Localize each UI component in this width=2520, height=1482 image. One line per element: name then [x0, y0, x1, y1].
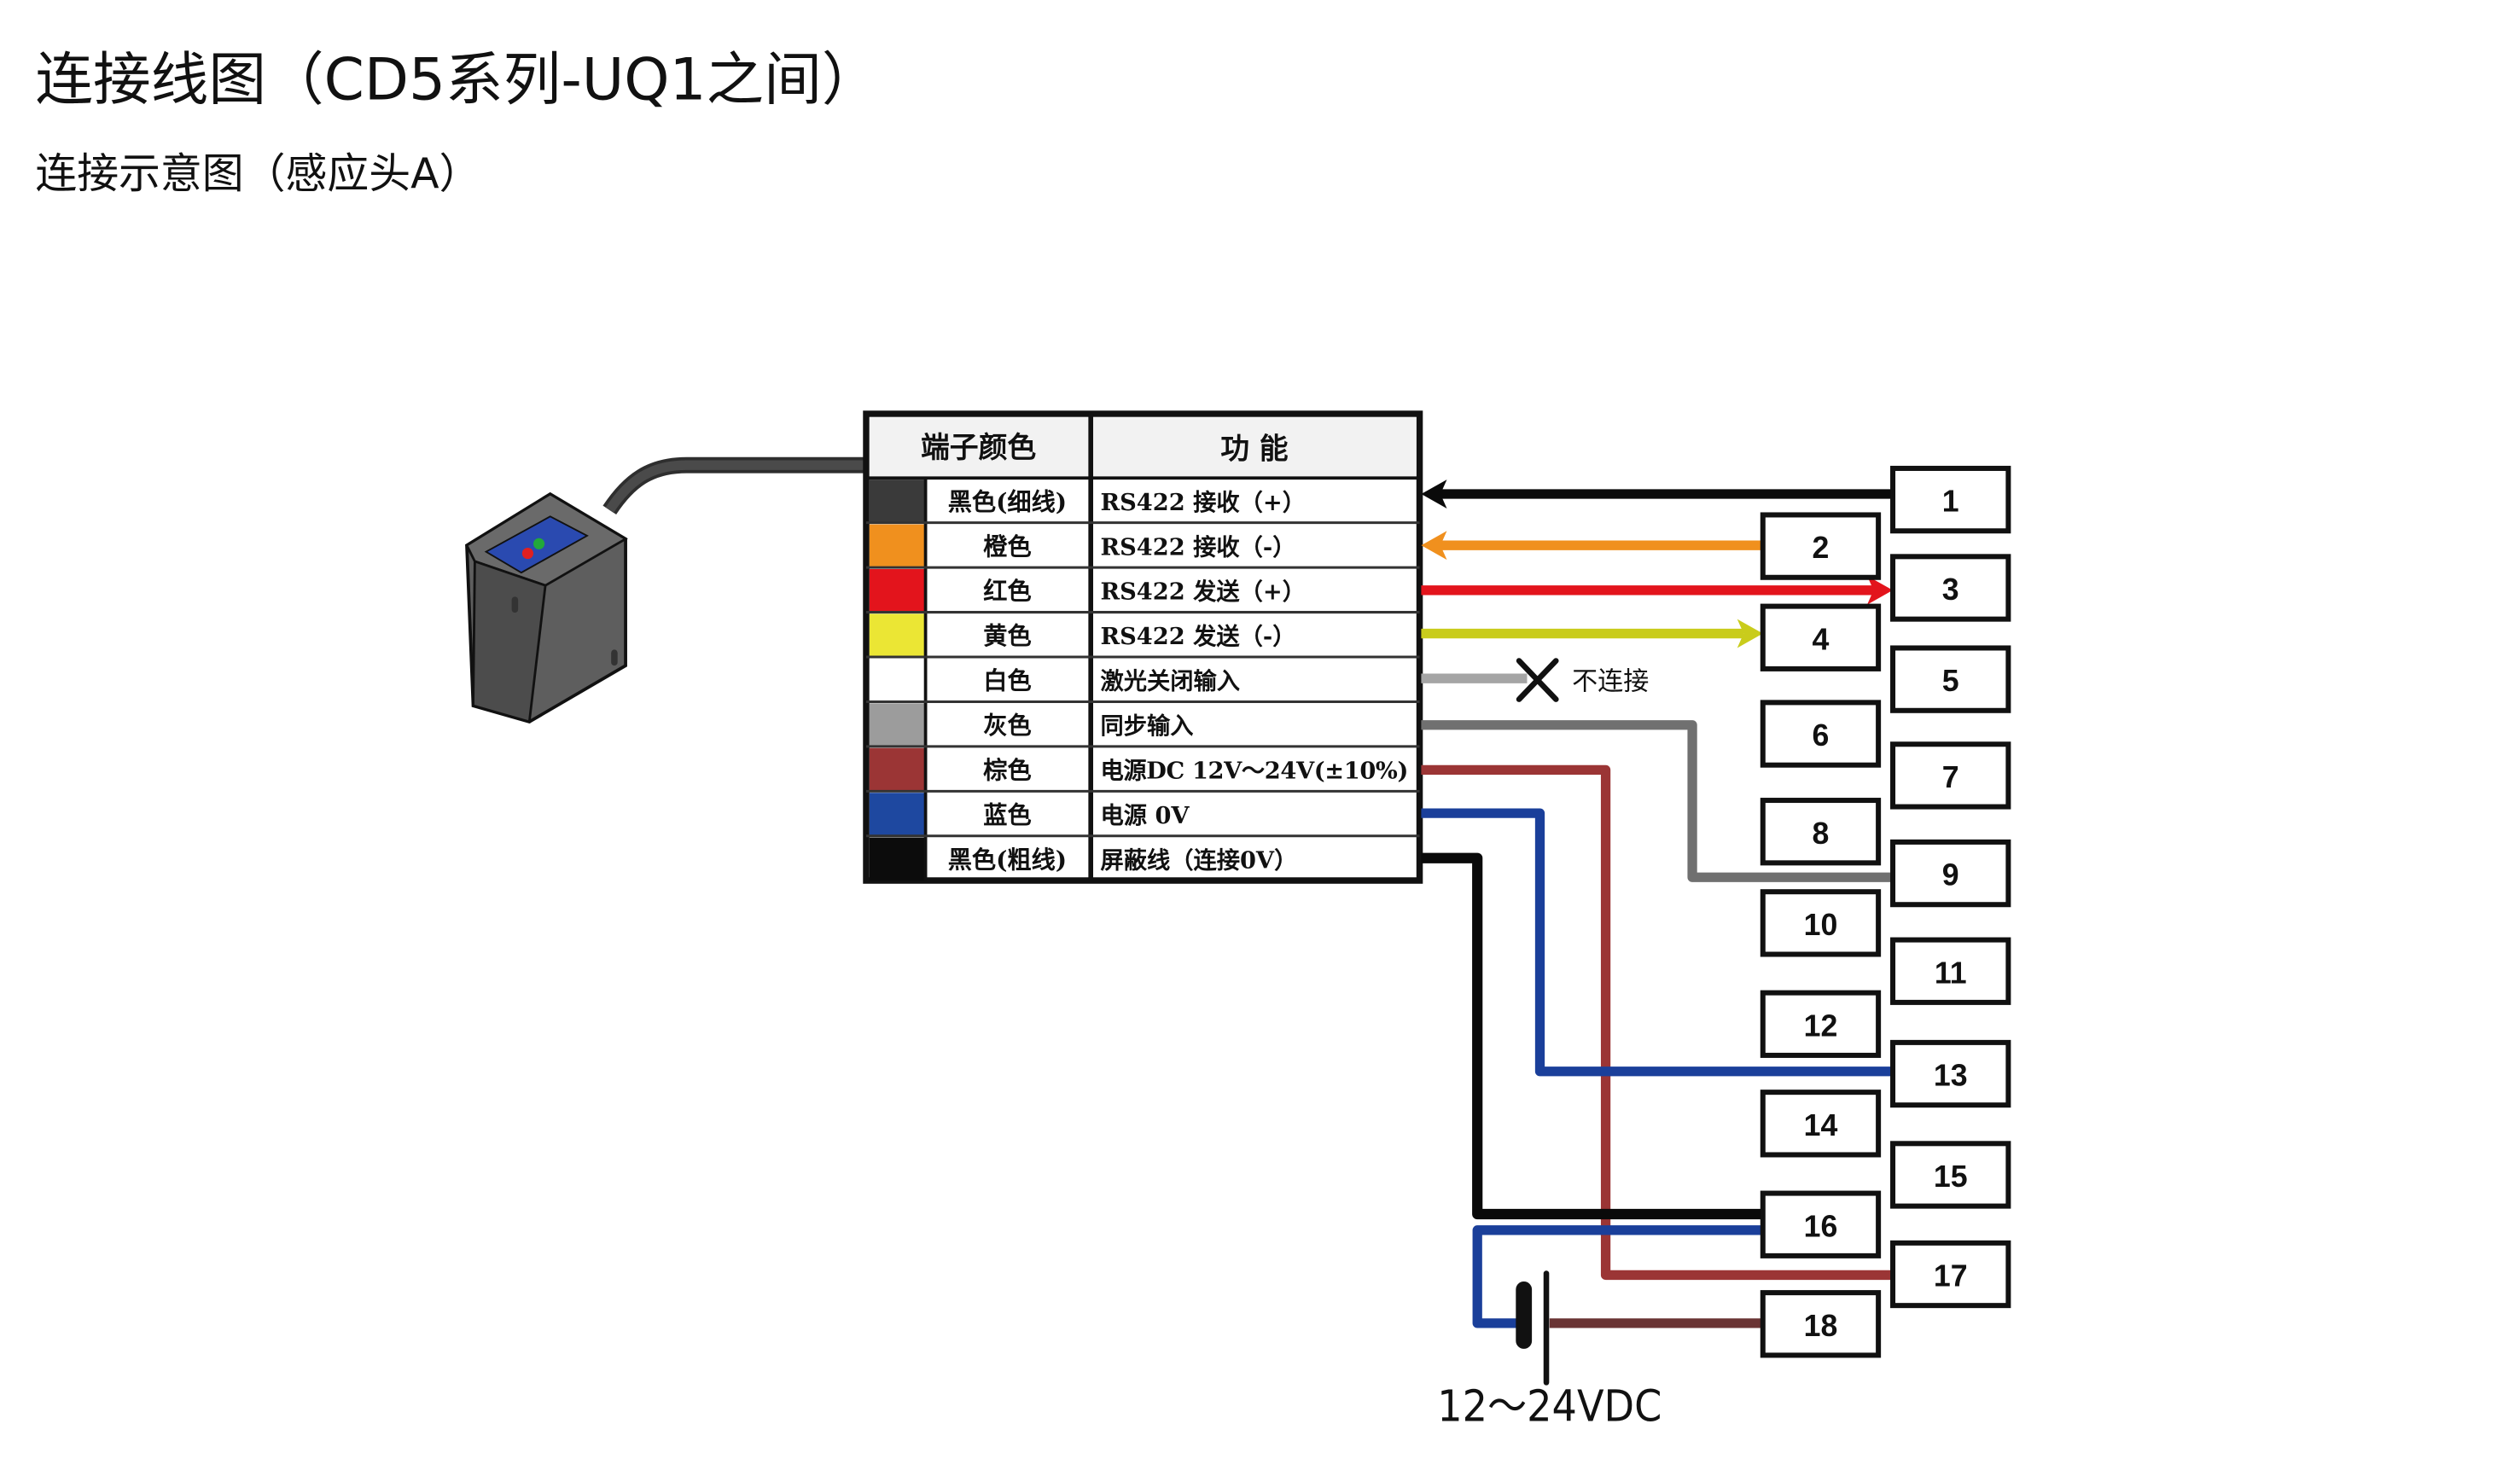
terminal-2: 2 [1760, 512, 1882, 580]
battery-icon [1516, 1270, 1550, 1386]
color-name: 黑色(细线) [948, 488, 1067, 516]
not-connected-label: 不连接 [1572, 666, 1649, 696]
terminal-number: 3 [1942, 572, 1959, 607]
table-row: 黑色(粗线) 屏蔽线（连接0V） [866, 834, 1420, 881]
table-row: 蓝色 电源 0V [866, 789, 1420, 836]
terminal-16: 16 [1760, 1190, 1882, 1258]
terminal-15: 15 [1890, 1141, 2011, 1209]
color-name: 红色 [983, 578, 1031, 606]
arrow-left-icon [1421, 479, 1447, 509]
terminal-number: 6 [1813, 718, 1830, 753]
terminal-6: 6 [1760, 700, 1882, 768]
wire-black-thick [1421, 852, 1763, 1220]
function-label: RS422 接收（+） [1100, 489, 1306, 516]
color-name: 黑色(粗线) [948, 846, 1067, 874]
terminal-18: 18 [1760, 1290, 1882, 1358]
terminal-number: 15 [1934, 1159, 1968, 1194]
function-label: RS422 接收（-） [1100, 533, 1295, 561]
terminal-8: 8 [1760, 798, 1882, 866]
power-label: 12～24VDC [1437, 1380, 1662, 1431]
terminal-5: 5 [1890, 645, 2011, 713]
terminal-number: 18 [1804, 1309, 1838, 1343]
color-swatch [869, 747, 926, 792]
color-swatch [869, 613, 926, 658]
terminal-14: 14 [1760, 1090, 1882, 1158]
page-title: 连接线图（CD5系列-UQ1之间） [35, 46, 879, 113]
color-swatch [869, 703, 926, 747]
wire-brown [1421, 764, 1894, 1281]
table-row: 灰色 同步输入 [866, 700, 1420, 747]
table-header-color: 端子颜色 [921, 430, 1036, 464]
table-row: 黄色 RS422 发送（-） [866, 611, 1420, 658]
terminal-11: 11 [1890, 937, 2011, 1005]
sensor-head-icon [465, 456, 870, 724]
color-name: 黄色 [983, 622, 1031, 650]
terminal-number: 9 [1942, 858, 1959, 892]
terminal-9: 9 [1890, 839, 2011, 908]
color-swatch [869, 568, 926, 613]
wires [1421, 479, 1894, 1328]
color-swatch [869, 658, 926, 702]
function-label: 激光关闭输入 [1100, 668, 1240, 695]
wire-color-table: 端子颜色 功 能 黑色(细线) RS422 接收（+） 橙色 RS422 接收（-） 红… [863, 410, 1423, 884]
color-name: 灰色 [983, 712, 1031, 740]
function-label: 电源 0V [1100, 802, 1190, 829]
terminal-12: 12 [1760, 990, 1882, 1058]
wire-blue-supply [1472, 1225, 1763, 1328]
function-label: 屏蔽线（连接0V） [1100, 846, 1297, 874]
table-row: 红色 RS422 发送（+） [866, 566, 1420, 613]
terminal-number: 8 [1813, 817, 1830, 851]
table-row: 橙色 RS422 接收（-） [866, 521, 1420, 568]
terminal-number: 5 [1942, 664, 1959, 698]
terminal-number: 1 [1942, 485, 1959, 519]
color-name: 蓝色 [983, 801, 1031, 829]
table-row: 黑色(细线) RS422 接收（+） [869, 478, 1306, 523]
terminal-13: 13 [1890, 1039, 2011, 1108]
terminal-number: 16 [1804, 1209, 1838, 1243]
led-red [521, 547, 533, 560]
terminal-number: 11 [1935, 956, 1967, 990]
table-header-function: 功 能 [1220, 432, 1289, 466]
terminal-number: 17 [1934, 1259, 1968, 1293]
terminal-number: 7 [1942, 760, 1959, 794]
function-label: RS422 发送（-） [1100, 623, 1295, 650]
not-connected-marker: 不连接 [1516, 658, 1649, 702]
function-label: RS422 发送（+） [1100, 578, 1306, 606]
color-swatch [869, 837, 926, 881]
terminal-number: 10 [1804, 908, 1838, 942]
led-green [533, 538, 545, 549]
color-swatch [869, 524, 926, 568]
table-row: 棕色 电源DC 12V～24V(±10%) [866, 745, 1420, 792]
wire-blue [1421, 808, 1894, 1077]
table-header-bg [869, 416, 1417, 479]
terminal-number: 4 [1813, 622, 1830, 656]
terminal-number: 2 [1813, 531, 1830, 565]
terminal-4: 4 [1760, 603, 1882, 671]
terminal-number: 14 [1804, 1108, 1838, 1142]
arrow-right-icon [1866, 575, 1894, 605]
color-swatch [869, 479, 926, 523]
arrow-left-icon [1421, 531, 1447, 561]
function-label: 电源DC 12V～24V(±10%) [1100, 757, 1408, 784]
terminal-17: 17 [1890, 1240, 2011, 1309]
terminal-10: 10 [1760, 889, 1882, 957]
terminal-number: 12 [1804, 1008, 1838, 1043]
terminal-1: 1 [1890, 465, 2011, 534]
function-label: 同步输入 [1100, 712, 1193, 740]
terminal-number: 13 [1934, 1059, 1968, 1093]
table-row: 白色 激光关闭输入 [866, 655, 1420, 702]
color-swatch [869, 793, 926, 836]
color-name: 橙色 [983, 532, 1031, 561]
color-name: 白色 [983, 667, 1031, 695]
wire-gray [1421, 720, 1894, 882]
terminal-7: 7 [1890, 741, 2011, 810]
color-name: 棕色 [983, 756, 1031, 784]
terminal-3: 3 [1890, 554, 2011, 622]
arrow-right-icon [1737, 619, 1763, 648]
page-subtitle: 连接示意图（感应头A） [35, 149, 480, 198]
